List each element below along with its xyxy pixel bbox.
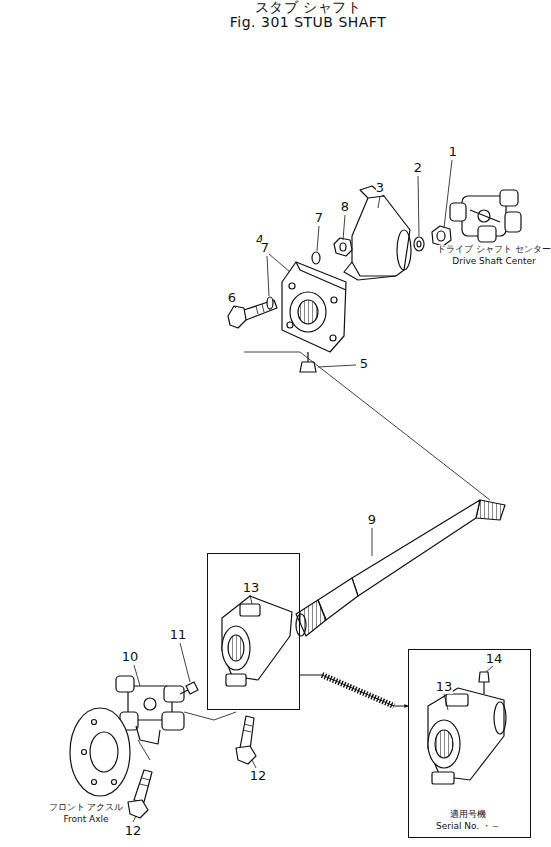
callout-number: 7: [315, 211, 323, 225]
callout-number: 8: [341, 200, 349, 214]
caption-text: ドライブ シャフト センター: [437, 245, 551, 255]
flange-yoke: [428, 688, 506, 784]
callout-number: 13: [243, 581, 260, 595]
bolt: [128, 770, 152, 818]
front-axle-flange: [70, 708, 130, 796]
arrow-line: [300, 675, 408, 706]
caption-text: スタブ シャフト: [255, 0, 361, 15]
nut: [432, 226, 451, 246]
inset-frame: 13: [207, 553, 300, 710]
callout-number: 1: [449, 145, 457, 159]
coupling: [450, 190, 521, 242]
callout-number: 5: [360, 357, 368, 371]
grease-fitting: [300, 352, 316, 372]
callout-number: 12: [125, 824, 142, 838]
bolt: [236, 716, 256, 764]
washer: [267, 297, 273, 309]
nut: [334, 238, 352, 256]
washer: [312, 252, 320, 264]
callout-number: 13: [436, 680, 453, 694]
callout-number: 6: [228, 291, 236, 305]
callout-number: 9: [368, 513, 376, 527]
serial-note: Serial No. ・～: [436, 822, 500, 832]
callout-number: 2: [414, 161, 422, 175]
washer: [414, 237, 424, 251]
stub-shaft: [296, 500, 505, 636]
caption-text: Front Axle: [63, 815, 108, 825]
inset-frame: 13 14 適用号機 Serial No. ・～: [408, 649, 531, 838]
bearing-block: [282, 262, 346, 352]
callout-number: 3: [376, 181, 384, 195]
caption-text: フロント アクスル: [49, 803, 124, 813]
flange-housing: [344, 186, 411, 280]
callout-number: 12: [250, 769, 267, 783]
grease-fitting: [186, 682, 198, 694]
flange-yoke: [222, 596, 292, 686]
caption-text: Drive Shaft Center: [452, 257, 535, 267]
callout-number: 10: [122, 650, 139, 664]
hatched-arrow: [300, 675, 408, 706]
serial-note: 適用号機: [450, 810, 486, 820]
grease-fitting: [479, 672, 489, 694]
leader-lines: [133, 160, 493, 822]
figure-title: Fig. 301 STUB SHAFT: [230, 15, 386, 30]
callout-number: 14: [486, 652, 503, 666]
callout-number: 7: [261, 241, 269, 255]
callout-number: 11: [170, 628, 187, 642]
